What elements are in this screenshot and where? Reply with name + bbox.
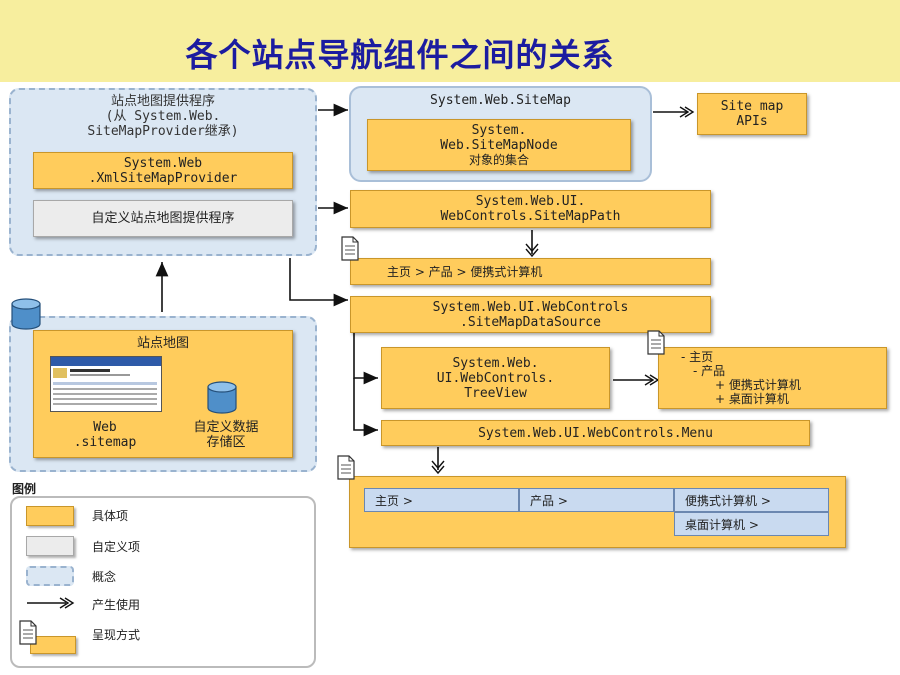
web-sitemap-label: Web .sitemap (73, 420, 137, 450)
legend-label-concept: 概念 (92, 570, 117, 584)
document-icon (337, 455, 355, 480)
custom-sitemap-provider: 自定义站点地图提供程序 (33, 200, 293, 237)
legend-swatch-render (30, 636, 76, 654)
legend-label-custom: 自定义项 (92, 540, 141, 554)
menu-cell-products: 产品 > (519, 488, 674, 512)
xml-sitemap-provider: System.Web .XmlSiteMapProvider (33, 152, 293, 189)
title-band (0, 0, 900, 82)
custom-store-label: 自定义数据 存储区 (193, 420, 259, 450)
menu-cell-home: 主页 > (364, 488, 519, 512)
provider-group-label: 站点地图提供程序 (从 System.Web. SiteMapProvider继… (87, 94, 239, 139)
sitemapnode-collection: System. Web.SiteMapNode 对象的集合 (367, 119, 631, 171)
sitemap-datasource: System.Web.UI.WebControls .SiteMapDataSo… (350, 296, 711, 333)
page-title: 各个站点导航组件之间的关系 (185, 36, 615, 74)
tree-output: - 主页 - 产品 + 便携式计算机 + 桌面计算机 (658, 347, 887, 409)
webpage-thumbnail (50, 356, 162, 412)
sitemap-store-label: 站点地图 (136, 336, 189, 351)
menu-control: System.Web.UI.WebControls.Menu (381, 420, 810, 446)
arrow-provider-to-datasource (289, 258, 348, 307)
legend-swatch-custom (26, 536, 74, 556)
sitemappath-control: System.Web.UI. WebControls.SiteMapPath (350, 190, 711, 228)
arrow-datasource-to-menu (353, 378, 378, 437)
menu-cell-desktops: 桌面计算机 > (674, 512, 829, 536)
arrow-legend-icon (27, 597, 75, 609)
breadcrumb-output: 主页 > 产品 > 便携式计算机 (350, 258, 711, 285)
menu-cell-laptops: 便携式计算机 > (674, 488, 829, 512)
document-icon (341, 236, 359, 261)
legend-label-uses: 产生使用 (92, 598, 141, 612)
document-icon (647, 330, 665, 355)
treeview-control: System.Web. UI.WebControls. TreeView (381, 347, 610, 409)
arrow-datasource-to-treeview (353, 333, 378, 385)
sitemap-label: System.Web.SiteMap (430, 93, 571, 108)
document-icon (19, 620, 37, 645)
legend-label-render: 呈现方式 (92, 628, 141, 642)
legend-label-item: 具体项 (92, 509, 129, 523)
legend-swatch-concept (26, 566, 74, 586)
legend-swatch-item (26, 506, 74, 526)
database-icon (11, 298, 41, 330)
database-icon (207, 381, 237, 414)
legend-title: 图例 (12, 482, 37, 496)
sitemap-apis: Site map APIs (697, 93, 807, 135)
